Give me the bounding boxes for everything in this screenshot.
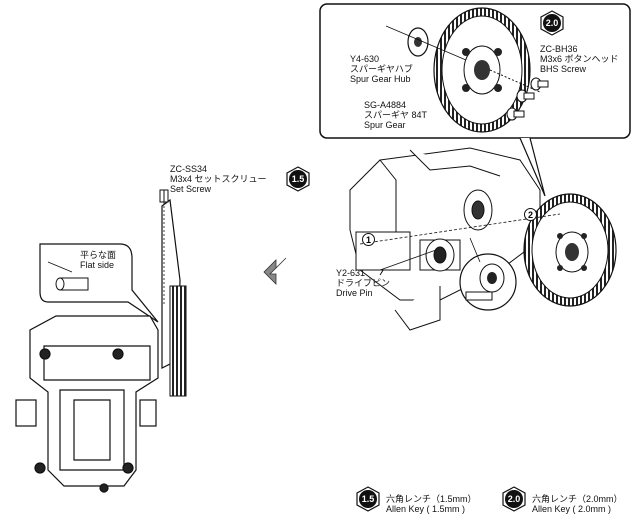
allen-key-1-5mm-badge: 1.5 — [286, 166, 310, 192]
spur-gear-jp: スパーギヤ 84T — [364, 110, 428, 120]
spur-gear-hub-code: Y4-630 — [350, 54, 380, 64]
drive-pin-en: Drive Pin — [336, 288, 373, 298]
allen-key-2mm-badge-text: 2.0 — [545, 18, 559, 28]
main-gearbox — [349, 147, 541, 331]
flat-side-label: 平らな面 Flat side — [80, 250, 116, 270]
spur-gear-code: SG-A4884 — [364, 100, 407, 110]
step-2-marker: 2 — [524, 208, 537, 221]
left-spur-gear — [161, 198, 187, 397]
detail-inset-frame — [319, 3, 631, 139]
spur-gear-en: Spur Gear — [364, 120, 406, 130]
inset-spur-gear-hub — [385, 25, 467, 61]
main-spur-gear — [523, 193, 617, 307]
bhs-screw-label: ZC-BH36 M3x6 ボタンヘッド BHS Screw — [540, 44, 619, 74]
direction-arrow — [263, 257, 287, 285]
legend-1-5mm-en: Allen Key ( 1.5mm ) — [386, 504, 466, 514]
allen-key-1-5mm-badge-text: 1.5 — [291, 174, 305, 184]
spur-gear-hub-label: Y4-630 スパーギヤハブ Spur Gear Hub — [350, 54, 413, 84]
spur-gear-hub-en: Spur Gear Hub — [350, 74, 411, 84]
legend-1-5mm-label: 六角レンチ（1.5mm） Allen Key ( 1.5mm ) — [386, 494, 477, 514]
legend-2mm-en: Allen Key ( 2.0mm ) — [532, 504, 612, 514]
step-1-marker: 1 — [362, 233, 375, 246]
legend-2mm-label: 六角レンチ（2.0mm） Allen Key ( 2.0mm ) — [532, 494, 623, 514]
set-screw-code: ZC-SS34 — [170, 164, 208, 174]
inset-bhs-screws — [489, 69, 549, 121]
spur-gear-hub-jp: スパーギヤハブ — [350, 64, 413, 74]
legend-1-5mm-badge-text: 1.5 — [361, 494, 375, 504]
legend-1-5mm-badge: 1.5 — [356, 486, 380, 512]
spur-gear-label: SG-A4884 スパーギヤ 84T Spur Gear — [364, 100, 427, 130]
assembly-axis — [359, 213, 561, 245]
left-gearbox — [15, 315, 159, 493]
inset-spur-gear — [433, 7, 531, 133]
drive-pin-leader — [379, 249, 437, 271]
allen-key-2mm-badge: 2.0 — [540, 10, 564, 36]
bhs-screw-jp: M3x6 ボタンヘッド — [540, 54, 619, 64]
flat-side-detail — [39, 243, 159, 323]
set-screw-en: Set Screw — [170, 184, 212, 194]
drive-pin-code: Y2-631 — [336, 268, 366, 278]
drive-pin-jp: ドライブピン — [336, 278, 391, 288]
legend-2mm-badge-text: 2.0 — [507, 494, 521, 504]
set-screw-label: ZC-SS34 M3x4 セットスクリュー Set Screw — [170, 164, 267, 194]
inset-pointer — [519, 137, 546, 197]
legend-2mm-jp: 六角レンチ（2.0mm） — [532, 494, 623, 504]
bhs-screw-en: BHS Screw — [540, 64, 587, 74]
drive-pin-detail — [459, 237, 517, 311]
bhs-screw-code: ZC-BH36 — [540, 44, 578, 54]
flat-side-jp: 平らな面 — [80, 250, 117, 260]
legend-1-5mm-jp: 六角レンチ（1.5mm） — [386, 494, 477, 504]
flat-side-en: Flat side — [80, 260, 115, 270]
set-screw-jp: M3x4 セットスクリュー — [170, 174, 267, 184]
legend-2mm-badge: 2.0 — [502, 486, 526, 512]
drive-pin-label: Y2-631 ドライブピン Drive Pin — [336, 268, 390, 298]
